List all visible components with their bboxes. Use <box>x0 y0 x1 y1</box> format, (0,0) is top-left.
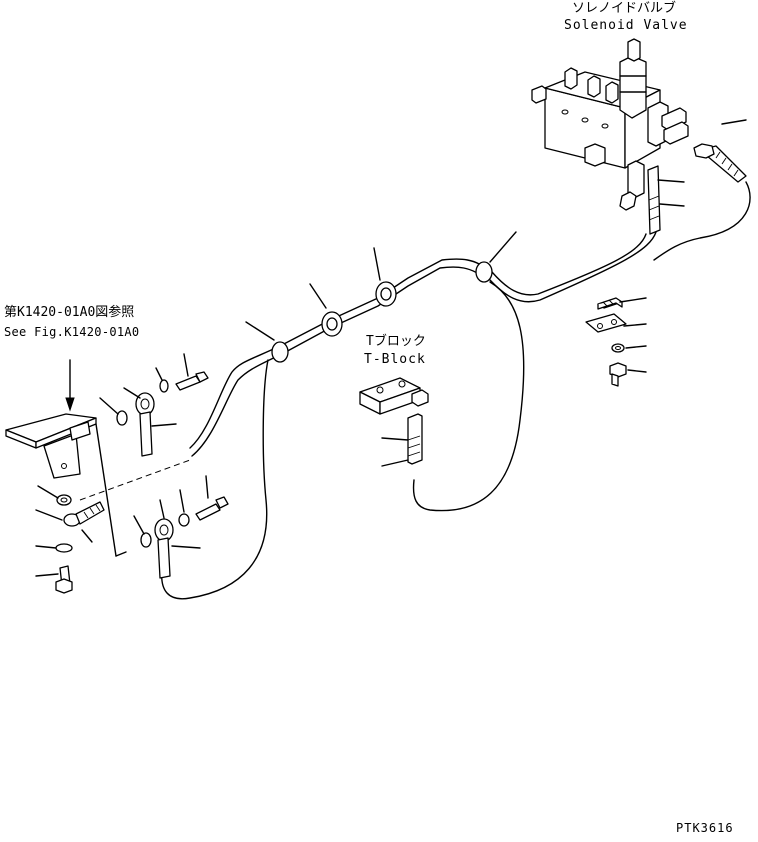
main-tube <box>190 232 656 456</box>
t-block <box>360 378 428 466</box>
t-block-label-jp: Tブロック <box>366 334 426 349</box>
clamp-parts-right <box>586 298 646 386</box>
fittings-left-lower <box>134 476 228 578</box>
solenoid-valve <box>532 39 688 210</box>
solenoid-valve-label-jp: ソレノイドバルブ <box>572 1 677 16</box>
fitting-below-solenoid <box>648 166 684 234</box>
fittings-left-upper <box>100 354 208 456</box>
reference-label-jp: 第K1420-01A0図参照 <box>4 305 135 320</box>
hose-upper-right <box>694 120 746 182</box>
reference-label-en: See Fig.K1420-01A0 <box>4 325 140 339</box>
return-line <box>162 182 750 599</box>
t-block-label-en: T-Block <box>364 352 426 367</box>
solenoid-valve-label-en: Solenoid Valve <box>564 18 688 33</box>
pedal-assembly <box>6 360 190 556</box>
pedal-lower-parts <box>36 486 104 593</box>
drawing-code: PTK3616 <box>676 821 734 835</box>
